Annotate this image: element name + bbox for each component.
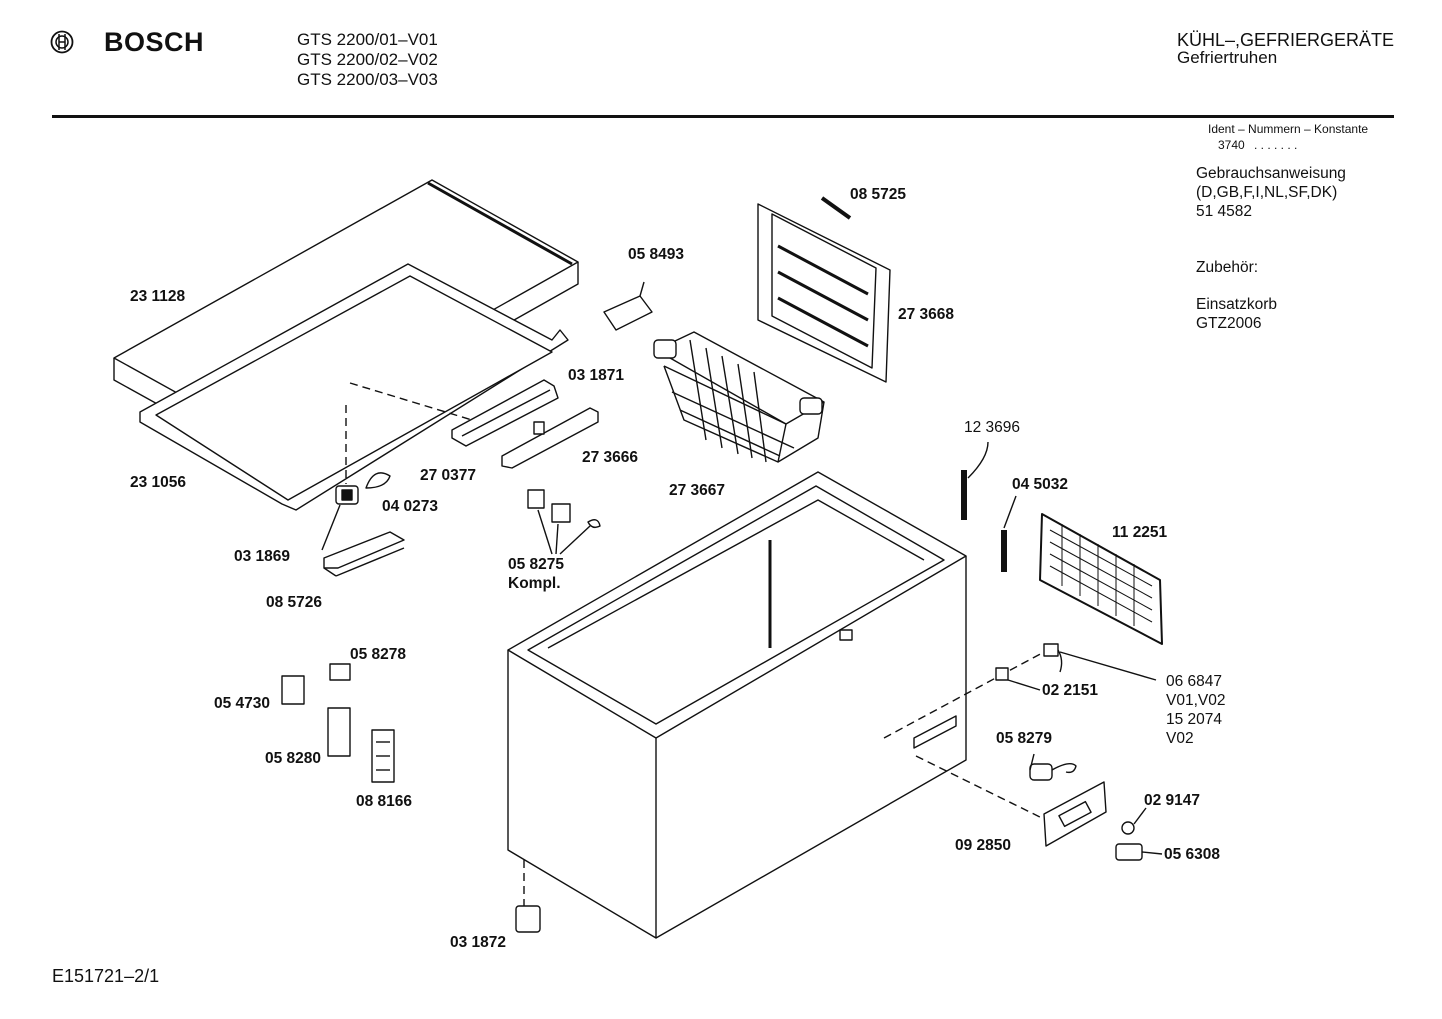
part-label-085725: 08 5725	[850, 186, 907, 203]
part-label-058493: 05 8493	[628, 246, 685, 263]
basket	[653, 331, 825, 463]
part-label-066847: 06 6847	[1166, 673, 1223, 690]
ident-dots: . . . . . . .	[1254, 138, 1298, 152]
ident-value: 3740	[1218, 138, 1245, 152]
part-label-058279: 05 8279	[996, 730, 1053, 747]
part-label-231056: 23 1056	[130, 474, 187, 491]
control-panel	[1043, 781, 1107, 847]
part-label-231128: 23 1128	[130, 288, 186, 305]
accessory-name: Einsatzkorb	[1196, 296, 1277, 313]
part-label-031872: 03 1872	[450, 934, 507, 951]
part-label-031869: 03 1869	[234, 548, 291, 565]
tray	[323, 531, 405, 577]
part-label-123696: 12 3696	[964, 419, 1021, 436]
accessories-label: Zubehör:	[1196, 259, 1259, 276]
part-label-112251: 11 2251	[1112, 524, 1168, 541]
brand-name: BOSCH	[104, 27, 205, 57]
manual-langs: (D,GB,F,I,NL,SF,DK)	[1196, 184, 1338, 201]
model-line-1: GTS 2200/01–V01	[297, 30, 438, 49]
handle-cover	[501, 407, 599, 469]
part-label-273666: 27 3666	[582, 449, 639, 466]
subcategory-title: Gefriertruhen	[1177, 48, 1278, 67]
handle	[451, 379, 559, 447]
ident-label: Ident – Nummern – Konstante	[1208, 122, 1369, 136]
part-label-056308: 05 6308	[1164, 846, 1221, 863]
part-label-031871: 03 1871	[568, 367, 625, 384]
manual-title: Gebrauchsanweisung	[1196, 165, 1346, 182]
part-label-058275: 05 8275	[508, 556, 565, 573]
model-line-2: GTS 2200/02–V02	[297, 50, 438, 69]
part-label-270377: 27 0377	[420, 467, 477, 484]
category-title: KÜHL–,GEFRIERGERÄTE	[1177, 30, 1395, 50]
part-label-058278: 05 8278	[350, 646, 407, 663]
divider-grid	[757, 196, 891, 383]
document-id: E151721–2/1	[52, 966, 160, 986]
part-label-273668: 27 3668	[898, 306, 955, 323]
part-label-152074-variant: V02	[1166, 730, 1194, 747]
part-label-088166: 08 8166	[356, 793, 413, 810]
manual-number: 51 4582	[1196, 203, 1253, 220]
lid-gasket	[139, 263, 569, 511]
part-label-058280: 05 8280	[265, 750, 322, 767]
part-label-092850: 09 2850	[955, 837, 1012, 854]
part-label-045032: 04 5032	[1012, 476, 1069, 493]
part-label-273667: 27 3667	[669, 482, 726, 499]
accessory-code: GTZ2006	[1196, 315, 1262, 332]
part-label-152074: 15 2074	[1166, 711, 1223, 728]
header-divider	[52, 115, 1394, 118]
part-label-085726: 08 5726	[266, 594, 323, 611]
part-label-058275-kompl: Kompl.	[508, 575, 561, 592]
chest-body	[507, 471, 967, 939]
part-label-040273: 04 0273	[382, 498, 439, 515]
part-label-066847-variant: V01,V02	[1166, 692, 1226, 709]
bosch-logo-icon	[50, 30, 74, 54]
vent-grille	[1039, 513, 1163, 645]
model-line-3: GTS 2200/03–V03	[297, 70, 438, 89]
part-label-022151: 02 2151	[1042, 682, 1099, 699]
part-label-029147: 02 9147	[1144, 792, 1201, 809]
part-label-054730: 05 4730	[214, 695, 271, 712]
